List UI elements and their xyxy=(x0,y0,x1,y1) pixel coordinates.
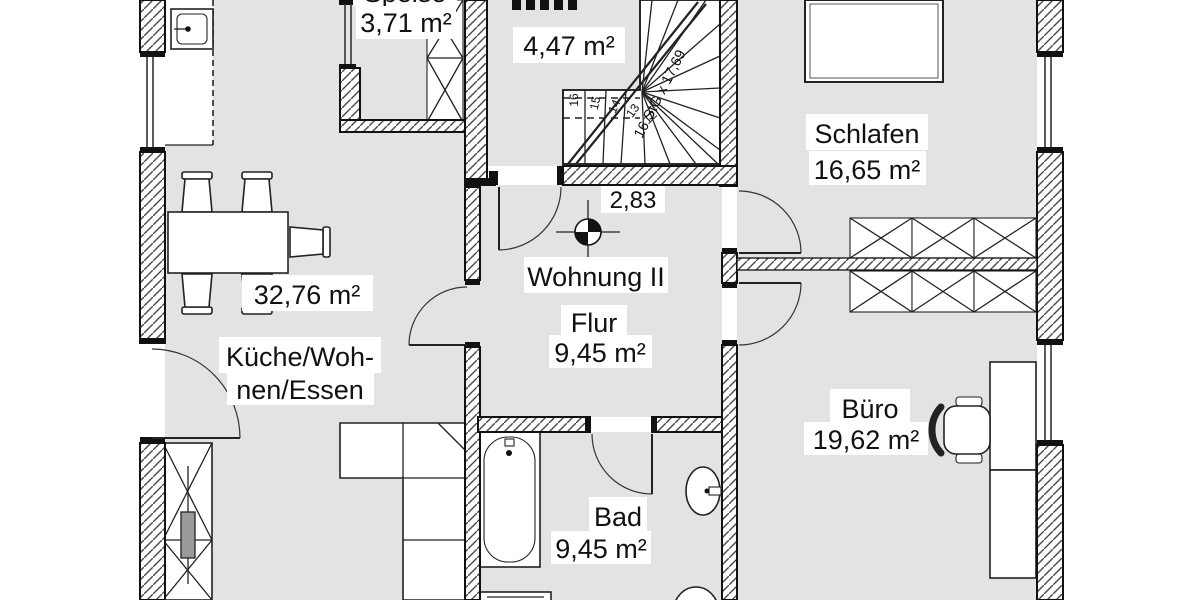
doors xyxy=(151,186,802,495)
wall-segment xyxy=(477,416,591,433)
door-exterior-kueche xyxy=(151,348,241,439)
stair-upper-flight-marks xyxy=(512,0,577,10)
wall-segment xyxy=(464,346,481,600)
wall-segment xyxy=(1036,444,1064,600)
label-schlafen-name: Schlafen xyxy=(814,119,919,149)
step-number-16: 16 xyxy=(567,93,581,107)
walls xyxy=(139,0,1064,600)
label-bad-area: 9,45 m² xyxy=(555,534,647,564)
label-speise-area: 3,71 m² xyxy=(360,8,452,38)
washbasin xyxy=(685,466,722,516)
tub-faucet xyxy=(506,450,512,456)
wall-segment xyxy=(464,186,481,281)
dining-chair xyxy=(289,226,331,258)
dining-table xyxy=(167,211,289,274)
label-kueche-area: 32,76 m² xyxy=(254,280,361,310)
wall-segment xyxy=(1036,0,1064,53)
step-number-15: 15 xyxy=(587,95,604,111)
flue-element xyxy=(180,511,196,559)
window-opening xyxy=(1037,340,1063,445)
bath-fixture-partial xyxy=(479,591,552,600)
label-schlafen-area: 16,65 m² xyxy=(814,155,921,185)
bed xyxy=(804,0,944,83)
wall-segment xyxy=(139,151,166,344)
wall-segment xyxy=(721,344,738,600)
stair-cut-lines xyxy=(563,97,640,119)
desk xyxy=(989,361,1037,579)
staircase: 16 15 14 13 12 16 StG x 17,69 xyxy=(512,0,721,165)
wall-segment xyxy=(464,0,488,186)
kitchen-counter xyxy=(165,0,214,146)
label-unit: Wohnung II xyxy=(527,262,665,292)
wardrobe-lower-row xyxy=(849,270,1037,313)
wall-segment xyxy=(719,0,738,187)
step-number-14: 14 xyxy=(605,97,623,115)
label-buero-area: 19,62 m² xyxy=(813,425,920,455)
door-schlafen xyxy=(738,190,802,254)
label-kueche-name-line1: Küche/Woh- xyxy=(226,342,374,372)
wall-segment xyxy=(339,119,466,133)
stair-railing xyxy=(567,1,707,165)
wall-segment xyxy=(721,252,738,284)
toilet xyxy=(675,586,717,600)
tall-cabinet xyxy=(162,442,213,600)
room-labels: Speise 3,71 m² 4,47 m² Schlafen 16,65 m²… xyxy=(219,0,928,564)
label-flur-area: 9,45 m² xyxy=(554,338,646,368)
wall-segment xyxy=(1036,151,1064,341)
door-bad xyxy=(591,433,653,495)
wall-segment xyxy=(562,165,738,186)
wall-segment xyxy=(651,416,723,433)
wardrobe xyxy=(849,217,1037,313)
dining-set xyxy=(167,171,331,315)
bathtub xyxy=(478,431,541,568)
wardrobe-upper-row xyxy=(849,217,1037,259)
label-flur-name: Flur xyxy=(571,308,618,338)
dining-chair xyxy=(181,273,213,315)
label-bad-name: Bad xyxy=(594,502,642,532)
stair-treads xyxy=(584,0,721,165)
door-buero xyxy=(738,282,802,346)
dining-chair xyxy=(241,171,273,213)
elevation-marker-icon xyxy=(556,200,620,264)
wall-segment xyxy=(139,0,166,53)
door-kueche-flur xyxy=(408,286,468,346)
label-kueche-name-line2: nen/Essen xyxy=(236,375,364,405)
window-opening xyxy=(1037,52,1063,152)
label-buero-name: Büro xyxy=(841,394,898,424)
wall-segment xyxy=(736,257,1038,271)
label-treppenraum-area: 4,47 m² xyxy=(523,31,615,61)
dining-chair xyxy=(181,171,213,213)
office-chair xyxy=(928,396,991,464)
sink-faucet xyxy=(185,26,191,32)
label-speise-name: Speise xyxy=(364,0,447,8)
wall-segment xyxy=(139,442,166,600)
label-dimension-283: 2,83 xyxy=(610,187,657,214)
door-flur-entry xyxy=(498,186,562,251)
